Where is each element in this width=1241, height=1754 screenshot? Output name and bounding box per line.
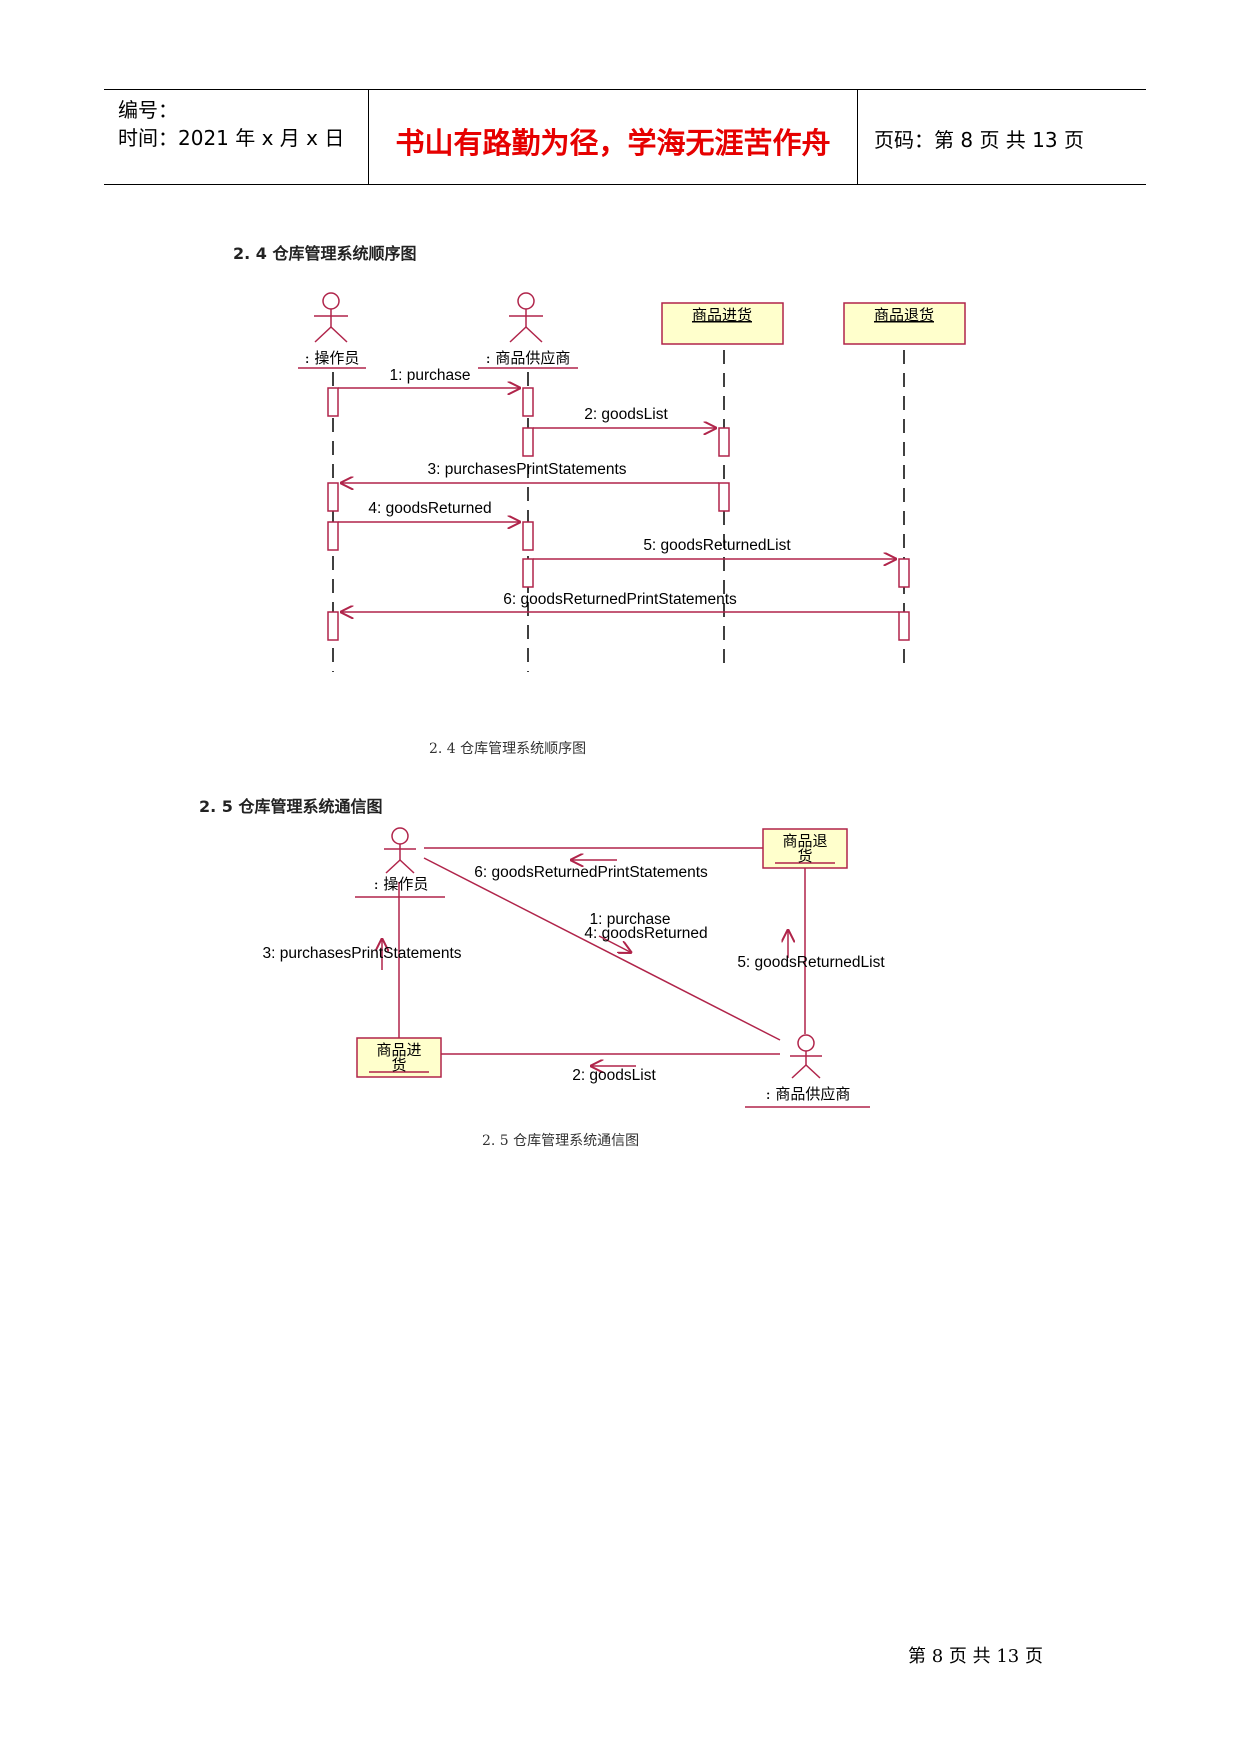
returns-object-box (843, 302, 966, 345)
header-info-cell: 编号： 时间：2021 年 x 月 x 日 (104, 90, 368, 184)
actor-operator-icon (314, 292, 348, 343)
seq-returns-label: 商品退货 (874, 306, 934, 324)
collab-returns-object-box (762, 828, 848, 869)
collab-message-1-label: 1: purchase (590, 911, 671, 928)
sequence-diagram (298, 292, 966, 672)
collaboration-diagram (355, 827, 870, 1108)
collab-message-6-label: 6: goodsReturnedPrintStatements (474, 864, 708, 881)
incoming-object-box (661, 302, 784, 345)
collab-returns-label-line2: 货 (797, 847, 812, 865)
header-motto: 书山有路勤为径，学海无涯苦作舟 (395, 126, 831, 160)
seq-message-3-label: 3: purchasesPrintStatements (427, 461, 626, 478)
header-page-number: 页码：第 8 页 共 13 页 (874, 128, 1084, 152)
page-header: 编号： 时间：2021 年 x 月 x 日 书山有路勤为径，学海无涯苦作舟 页码… (104, 89, 1146, 185)
collab-actor-supplier-icon (790, 1034, 822, 1079)
seq-operator-label: : 操作员 (305, 349, 360, 367)
seq-message-2-label: 2: goodsList (584, 406, 668, 423)
collab-message-3-label: 3: purchasesPrintStatements (262, 945, 461, 962)
actor-supplier-icon (509, 292, 543, 343)
seq-message-4-label: 4: goodsReturned (368, 500, 491, 517)
activation-boxes (327, 387, 910, 641)
collab-incoming-label-line2: 货 (391, 1056, 406, 1074)
collab-message-5-label: 5: goodsReturnedList (737, 954, 885, 971)
collab-actor-operator-icon (384, 827, 416, 874)
link-operator-supplier (423, 857, 781, 1041)
seq-message-5-label: 5: goodsReturnedList (643, 537, 791, 554)
collab-operator-label: : 操作员 (374, 875, 429, 893)
document-time-label: 时间：2021 年 x 月 x 日 (118, 126, 345, 150)
collab-incoming-label-line1: 商品进 (376, 1041, 421, 1059)
seq-incoming-label: 商品进货 (692, 306, 752, 324)
collab-supplier-label: : 商品供应商 (766, 1085, 851, 1103)
collaboration-diagram-title: 2. 5 仓库管理系统通信图 (199, 797, 383, 816)
seq-supplier-label: : 商品供应商 (486, 349, 571, 367)
header-motto-cell: 书山有路勤为径，学海无涯苦作舟 (368, 90, 858, 184)
collab-message-2-label: 2: goodsList (572, 1067, 656, 1084)
page-footer: 第 8 页 共 13 页 (908, 1646, 1043, 1667)
collab-incoming-object-box (356, 1037, 442, 1078)
document-number-label: 编号： (118, 98, 178, 122)
header-page-cell: 页码：第 8 页 共 13 页 (858, 90, 1146, 184)
sequence-diagram-title: 2. 4 仓库管理系统顺序图 (233, 244, 417, 263)
seq-message-6-label: 6: goodsReturnedPrintStatements (503, 591, 737, 608)
collaboration-diagram-caption: 2. 5 仓库管理系统通信图 (482, 1133, 640, 1149)
collab-message-1-4-arrow (598, 935, 632, 953)
seq-message-1-label: 1: purchase (390, 367, 471, 384)
collab-returns-label-line1: 商品退 (782, 832, 827, 850)
sequence-diagram-caption: 2. 4 仓库管理系统顺序图 (429, 741, 587, 757)
collab-message-4-label: 4: goodsReturned (584, 925, 707, 942)
